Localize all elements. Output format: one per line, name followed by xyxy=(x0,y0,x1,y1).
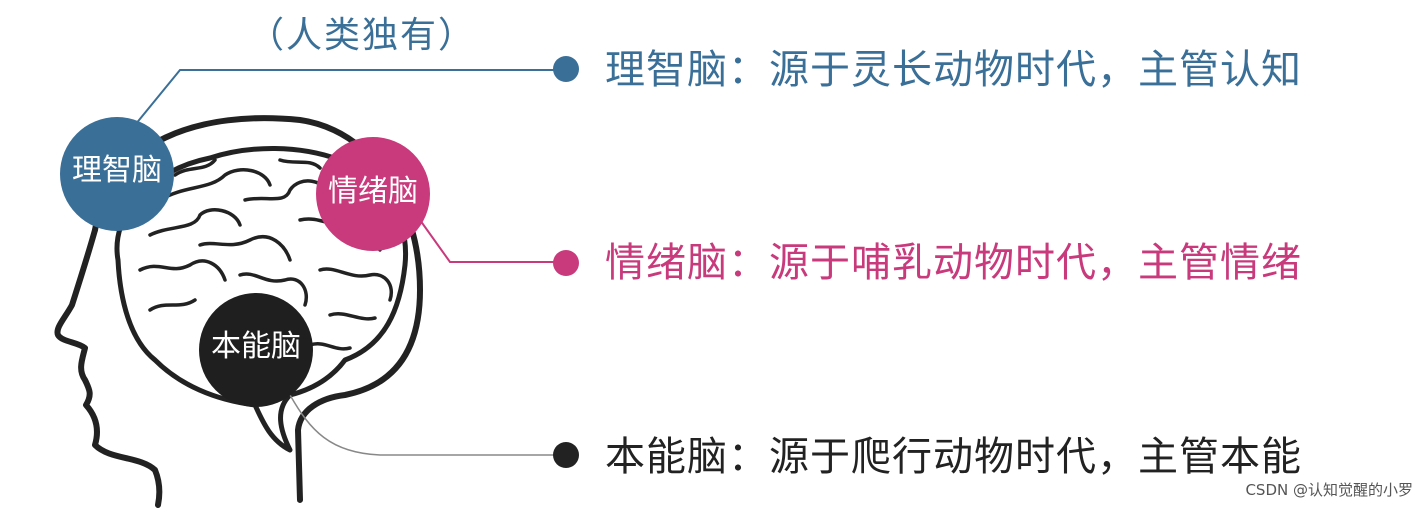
connector-rational xyxy=(135,70,560,125)
bullet-dot-rational xyxy=(553,56,579,82)
emotional-brain-description: 情绪脑：源于哺乳动物时代，主管情绪 xyxy=(605,243,1302,283)
instinct-brain-circle-label: 本能脑 xyxy=(196,332,316,362)
connector-instinct xyxy=(290,395,560,455)
connector-emotional xyxy=(420,220,560,262)
rational-brain-description: 理智脑：源于灵长动物时代，主管认知 xyxy=(605,50,1302,90)
instinct-brain-description: 本能脑：源于爬行动物时代，主管本能 xyxy=(605,437,1302,477)
bullet-dot-instinct xyxy=(553,442,579,468)
human-unique-note: （人类独有） xyxy=(248,18,476,54)
watermark-text: CSDN @认知觉醒的小罗 xyxy=(1245,483,1413,498)
rational-brain-circle-label: 理智脑 xyxy=(57,156,177,186)
emotional-brain-circle-label: 情绪脑 xyxy=(313,177,433,207)
bullet-dot-emotional xyxy=(553,250,579,276)
